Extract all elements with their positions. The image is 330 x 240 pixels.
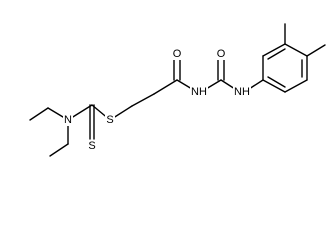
atom-s-thione: S bbox=[87, 140, 97, 152]
bond-co1-nh bbox=[176, 79, 193, 90]
atom-label-s-thione: S bbox=[88, 140, 95, 152]
bond-ethyl2-ch3 bbox=[49, 143, 69, 157]
bond-layer bbox=[29, 23, 326, 157]
bond-nh-co2 bbox=[205, 79, 222, 90]
bond-ring-inner-3 bbox=[267, 76, 286, 88]
atom-n-amine: N bbox=[63, 114, 73, 126]
bond-ring-f bbox=[262, 79, 286, 93]
atom-label-o-carbonyl-1: O bbox=[173, 48, 182, 60]
atom-label-layer: S N S O NH O NH bbox=[63, 48, 251, 152]
atom-label-s-thioether: S bbox=[106, 114, 113, 126]
bond-ring-inner-1 bbox=[267, 48, 286, 60]
bond-ch2-co bbox=[153, 79, 178, 95]
atom-label-n-amine: N bbox=[64, 114, 72, 126]
atom-label-o-carbonyl-2: O bbox=[217, 48, 226, 60]
atom-label-nh-aryl: NH bbox=[234, 86, 250, 98]
bond-methyl-4 bbox=[306, 44, 326, 57]
bond-ring-b bbox=[262, 43, 286, 57]
bond-co2-nh bbox=[220, 79, 236, 90]
bond-ring-c bbox=[284, 43, 308, 57]
bond-ch2-ch2 bbox=[131, 93, 155, 107]
bond-ring-e bbox=[284, 79, 308, 93]
bond-ethyl1-ch3 bbox=[29, 107, 49, 121]
atom-nh-imide: NH bbox=[190, 86, 208, 98]
atom-nh-aryl: NH bbox=[233, 86, 251, 98]
atom-o-carbonyl-2: O bbox=[216, 48, 226, 60]
atom-o-carbonyl-1: O bbox=[172, 48, 182, 60]
chemical-structure-diagram: S N S O NH O NH bbox=[29, 23, 326, 157]
atom-s-thioether: S bbox=[105, 114, 115, 126]
atom-label-nh-imide: NH bbox=[191, 86, 207, 98]
bond-nh-ring bbox=[248, 79, 264, 90]
